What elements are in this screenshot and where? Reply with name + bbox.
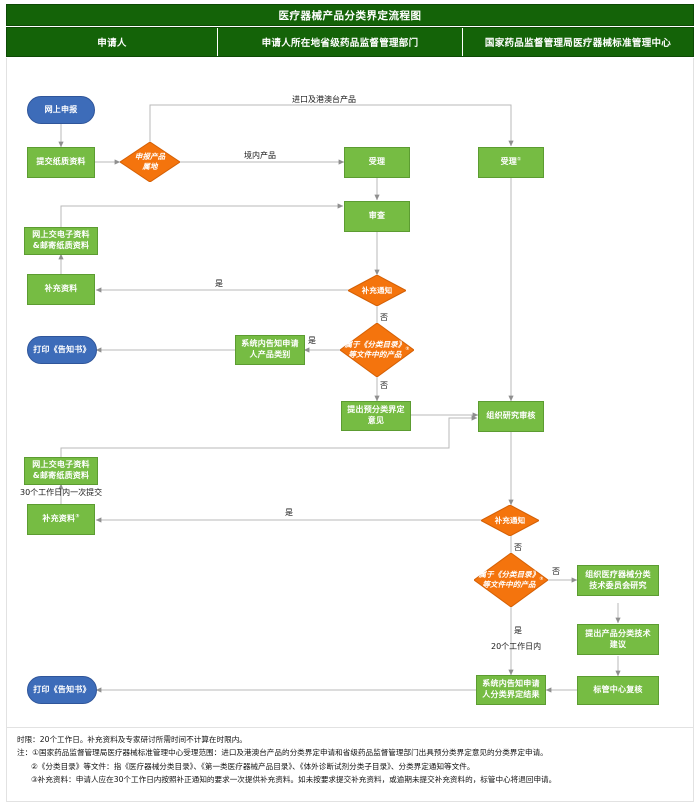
- footnote-time-limit: 时限：20个工作日。补充资料及专家研讨所需时间不计算在时限内。: [17, 735, 247, 744]
- node-submit-paper[interactable]: 提交纸质资料: [27, 147, 95, 178]
- node-online-submit-2-label: 网上交电子资料&邮寄纸质资料: [32, 460, 90, 480]
- diamond-shape: [481, 505, 539, 536]
- node-supplement-material-2-label: 补充资料③: [42, 513, 80, 524]
- edge-label-no-2: 否: [380, 381, 388, 390]
- node-tech-advice[interactable]: 提出产品分类技术建议: [577, 624, 659, 655]
- node-pre-classification[interactable]: 提出预分类界定意见: [341, 401, 411, 431]
- node-review-local[interactable]: 审查: [344, 201, 410, 232]
- node-notify-category[interactable]: 系统内告知申请人产品类别: [235, 335, 305, 365]
- edge-label-no-1: 否: [380, 313, 388, 322]
- swimlane-applicant: 申请人: [7, 28, 218, 56]
- edge-label-yes-4: 是: [514, 626, 522, 635]
- node-online-submit-1-label: 网上交电子资料&邮寄纸质资料: [32, 230, 90, 250]
- node-supplement-material-1[interactable]: 补充资料: [27, 274, 95, 305]
- edge-label-import-hmt: 进口及港澳台产品: [292, 95, 356, 104]
- node-pre-classification-label: 提出预分类界定意见: [347, 405, 405, 425]
- edge-label-no-4: 否: [552, 567, 560, 576]
- node-supplement-material-2[interactable]: 补充资料③: [27, 504, 95, 535]
- node-print-notice-2[interactable]: 打印《告知书》: [27, 676, 97, 704]
- diamond-shape: [120, 142, 180, 182]
- node-accept-center[interactable]: 受理①: [478, 147, 544, 178]
- node-center-recheck-label: 标管中心复核: [593, 685, 643, 695]
- node-submit-paper-label: 提交纸质资料: [36, 157, 86, 167]
- node-organize-review-label: 组织研究审核: [486, 411, 536, 421]
- node-supplement-notice-1[interactable]: 补充通知: [348, 275, 406, 306]
- edge-label-no-3: 否: [514, 543, 522, 552]
- footnotes: 时限：20个工作日。补充资料及专家研讨所需时间不计算在时限内。 注：①国家药品监…: [6, 728, 694, 802]
- node-print-notice-1-label: 打印《告知书》: [33, 344, 91, 354]
- node-center-recheck[interactable]: 标管中心复核: [577, 676, 659, 705]
- node-online-apply[interactable]: 网上申报: [27, 96, 95, 124]
- node-online-submit-1[interactable]: 网上交电子资料&邮寄纸质资料: [24, 227, 98, 255]
- node-tech-advice-label: 提出产品分类技术建议: [585, 628, 651, 649]
- node-online-submit-2[interactable]: 网上交电子资料&邮寄纸质资料: [24, 457, 98, 485]
- node-print-notice-2-label: 打印《告知书》: [33, 684, 91, 694]
- node-notify-result-label: 系统内告知申请人分类界定结果: [482, 679, 540, 699]
- diamond-shape: [348, 275, 406, 306]
- chart-title: 医疗器械产品分类界定流程图: [6, 4, 694, 26]
- footnote-1: 注：①国家药品监督管理局医疗器械标准管理中心受理范围：进口及港澳台产品的分类界定…: [17, 748, 548, 758]
- node-notify-result[interactable]: 系统内告知申请人分类界定结果: [476, 675, 546, 705]
- node-supplement-material-1-label: 补充资料: [44, 284, 78, 294]
- node-print-notice-1[interactable]: 打印《告知书》: [27, 336, 97, 364]
- node-supplement-notice-2[interactable]: 补充通知: [481, 505, 539, 536]
- node-committee-study[interactable]: 组织医疗器械分类技术委员会研究: [577, 565, 659, 596]
- node-review-local-label: 审查: [368, 211, 386, 221]
- node-organize-review[interactable]: 组织研究审核: [478, 401, 544, 432]
- edge-label-yes-2: 是: [308, 336, 316, 345]
- diamond-shape: [340, 323, 414, 377]
- footnote-2: ②《分类目录》等文件：指《医疗器械分类目录》、《第一类医疗器械产品目录》、《体外…: [31, 761, 475, 771]
- edge-label-domestic: 境内产品: [244, 151, 276, 160]
- edge-label-yes-3: 是: [285, 508, 293, 517]
- node-committee-study-label: 组织医疗器械分类技术委员会研究: [585, 569, 651, 590]
- swimlane-header: 申请人 申请人所在地省级药品监督管理部门 国家药品监督管理局医疗器械标准管理中心: [6, 27, 694, 57]
- swimlane-provincial-authority: 申请人所在地省级药品监督管理部门: [218, 28, 463, 56]
- node-notify-category-label: 系统内告知申请人产品类别: [241, 339, 299, 359]
- node-product-locale[interactable]: 申报产品属地: [120, 142, 180, 182]
- node-accept-local[interactable]: 受理: [344, 147, 410, 178]
- flow-canvas: 网上申报 提交纸质资料 申报产品属地 受理 受理① 审查 网上交电子资料&邮寄纸…: [6, 58, 694, 728]
- edge-label-within-30-days: 30个工作日内一次提交: [20, 488, 103, 497]
- edge-label-yes-1: 是: [215, 279, 223, 288]
- edge-label-within-20-days: 20个工作日内: [491, 642, 542, 651]
- node-accept-center-label: 受理①: [500, 156, 522, 167]
- diamond-shape: [474, 553, 548, 607]
- node-online-apply-label: 网上申报: [44, 104, 78, 114]
- node-accept-local-label: 受理: [368, 157, 386, 167]
- footnote-3: ③补充资料：申请人应在30个工作日内按照补正通知的要求一次提供补充资料。如未按要…: [31, 775, 557, 785]
- swimlane-national-center: 国家药品监督管理局医疗器械标准管理中心: [484, 38, 672, 49]
